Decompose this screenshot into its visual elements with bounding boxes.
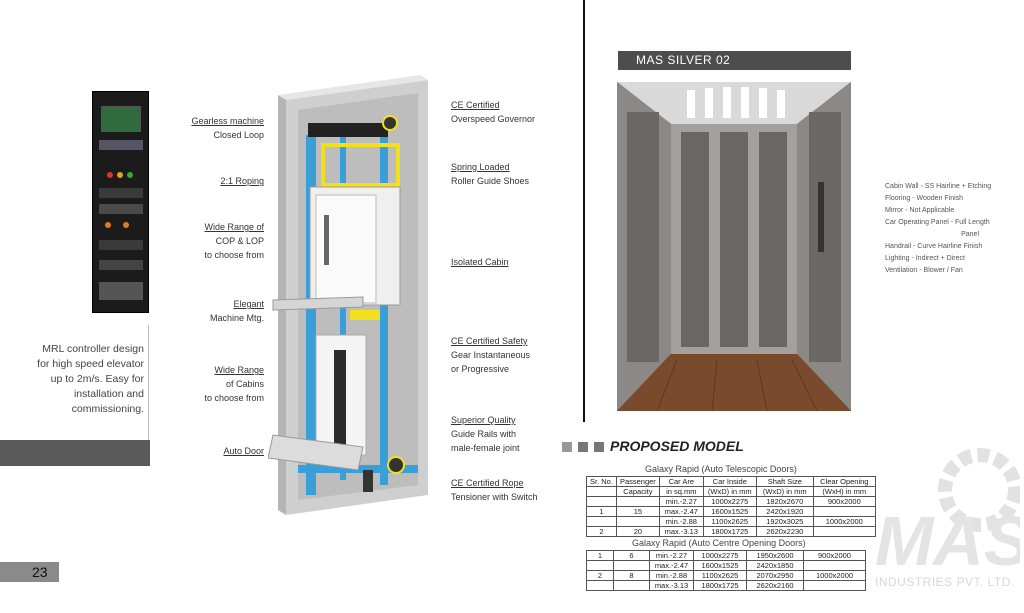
watermark-text: INDUSTRIES PVT. LTD. — [875, 575, 1015, 589]
model-title: MAS SILVER 02 — [618, 51, 851, 70]
label-cabins: Wide Range of Cabins to choose from — [204, 365, 264, 403]
proposed-model-heading: PROPOSED MODEL — [562, 438, 744, 454]
svg-text:MAS: MAS — [875, 502, 1020, 580]
page-number: 23 — [0, 562, 59, 582]
company-logo-watermark: MAS — [875, 448, 1020, 580]
label-auto-door: Auto Door — [223, 446, 264, 456]
table-header-row: Capacity in sq.mm (WxD) in mm (WxD) in m… — [586, 486, 876, 497]
label-guide-rails: Superior Quality Guide Rails with male-f… — [451, 415, 520, 453]
label-governor: CE Certified Overspeed Governor — [451, 100, 536, 124]
label-roller-guide: Spring Loaded Roller Guide Shoes — [451, 162, 530, 186]
label-roping: 2:1 Roping — [220, 176, 264, 186]
controller-board — [101, 106, 141, 132]
label-gearless-machine: Gearless machine Closed Loop — [191, 116, 264, 140]
decor-bar — [0, 440, 150, 466]
cabin-image — [617, 82, 851, 411]
label-safety-gear: CE Certified Safety Gear Instantaneous o… — [451, 336, 531, 374]
center-divider — [583, 0, 585, 422]
divider — [148, 325, 149, 465]
model-specs: Cabin Wall - SS Hairline + Etching Floor… — [885, 183, 992, 274]
proposed-table-telescopic: Sr. No. Passenger Car Are Car Inside Sha… — [586, 476, 876, 537]
label-rope-tensioner: CE Certified Rope Tensioner with Switch — [451, 478, 538, 502]
label-machine-mtg: Elegant Machine Mtg. — [209, 299, 264, 323]
mrl-description: MRL controller design for high speed ele… — [37, 343, 144, 415]
table2-title: Galaxy Rapid (Auto Centre Opening Doors) — [632, 538, 806, 548]
label-isolated-cabin: Isolated Cabin — [451, 257, 509, 267]
table1-title: Galaxy Rapid (Auto Telescopic Doors) — [645, 464, 797, 474]
mrl-controller-image — [92, 91, 149, 313]
table-header-row: Sr. No. Passenger Car Are Car Inside Sha… — [586, 476, 876, 487]
elevator-shaft-illustration — [268, 75, 428, 515]
label-cop-lop: Wide Range of COP & LOP to choose from — [204, 222, 264, 260]
